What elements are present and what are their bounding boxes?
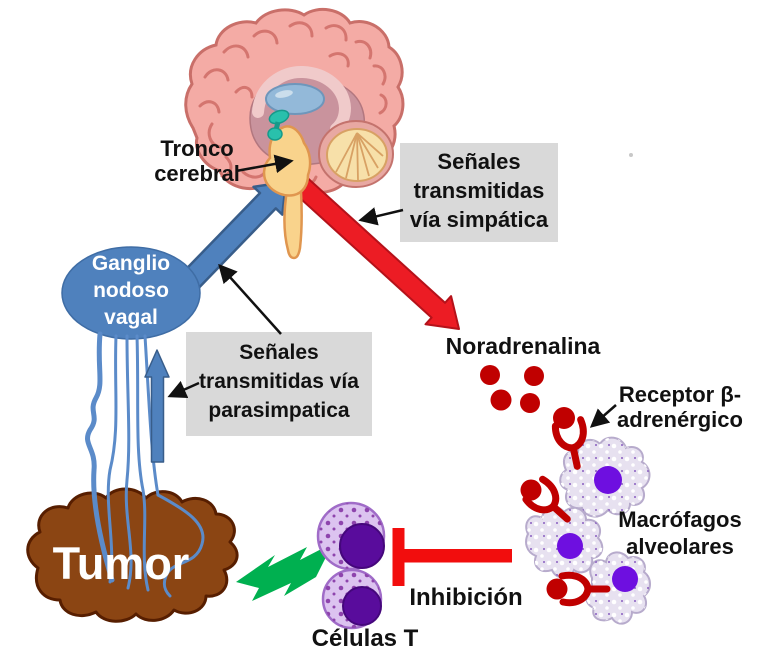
tumor-label: Tumor	[52, 538, 190, 589]
sympathetic-box-line3: vía simpática	[409, 207, 549, 232]
brainstem-label-line2: cerebral	[154, 161, 240, 186]
ganglion-label-line3: vagal	[104, 306, 158, 329]
inhibition-t-bar	[392, 528, 512, 586]
t-cells-label: Células T	[311, 625, 419, 652]
vagal-ganglion-label: Ganglio nodoso vagal	[61, 250, 201, 331]
inhibition-label: Inhibición	[409, 584, 523, 611]
macrophages-label: Macrófagos alveolares	[604, 506, 756, 560]
vagal-ganglion-ellipse	[61, 246, 201, 340]
macrophage-3-nucleus	[612, 566, 638, 592]
medulla-column	[283, 188, 303, 260]
t-cell-1-nucleus	[339, 523, 385, 569]
cerebellum	[318, 120, 394, 188]
macrophage-1-nucleus	[594, 466, 622, 494]
vagus-nerve-fibers	[85, 331, 205, 598]
hypothalamus-pituitary	[267, 109, 290, 141]
sympathetic-down-arrow	[288, 172, 460, 330]
t-cell-2-nucleus	[342, 586, 382, 626]
beta-receptor-label: Receptor β- adrenérgico	[602, 382, 758, 432]
noradrenaline-label: Noradrenalina	[445, 333, 601, 359]
corpus-callosum	[252, 66, 352, 135]
parasympathetic-signal-box: Señales transmitidas vía parasimpatica	[186, 332, 372, 436]
parasympathetic-box-line3: parasimpatica	[208, 399, 350, 422]
brainstem-label: Tronco cerebral	[132, 136, 262, 186]
ganglion-label-line1: Ganglio	[91, 252, 171, 275]
sympathetic-signal-box: Señales transmitidas vía simpática	[400, 143, 558, 242]
sympathetic-box-line1: Señales	[437, 149, 521, 174]
pointer-arrows	[167, 154, 617, 428]
beta-receptor-label-line1: Receptor β-	[618, 382, 742, 407]
gray-speck	[629, 153, 633, 157]
receptor-pointer-arrow	[589, 404, 617, 428]
parasympathetic-box-pointer-arrow	[218, 263, 282, 335]
t-cells	[316, 501, 386, 630]
ganglion-label-line2: nodoso	[93, 279, 169, 302]
sympathetic-box-pointer-arrow	[358, 207, 404, 226]
brainstem-label-line1: Tronco	[160, 136, 234, 161]
macrophages-label-line2: alveolares	[626, 534, 734, 559]
brain-gyri-lines	[198, 21, 388, 187]
sympathetic-box-line2: transmitidas	[413, 178, 545, 203]
alveolar-macrophages	[525, 436, 651, 625]
tronco-pointer-arrow	[235, 154, 294, 174]
macrophage-2-nucleus	[557, 533, 583, 559]
lightning-bolt	[236, 543, 333, 601]
nerve-ascending-arrow	[144, 349, 170, 463]
thalamus-highlight	[275, 90, 293, 98]
parasympathetic-box-line2: transmitidas vía	[199, 370, 359, 393]
noradrenaline-dots	[480, 365, 575, 600]
parasympathetic-box-left-pointer-arrow	[167, 380, 200, 399]
macrophages-label-line1: Macrófagos	[618, 507, 742, 532]
parasympathetic-box-line1: Señales	[239, 341, 319, 364]
beta-receptor-label-line2: adrenérgico	[617, 407, 743, 432]
thalamus	[265, 83, 325, 115]
